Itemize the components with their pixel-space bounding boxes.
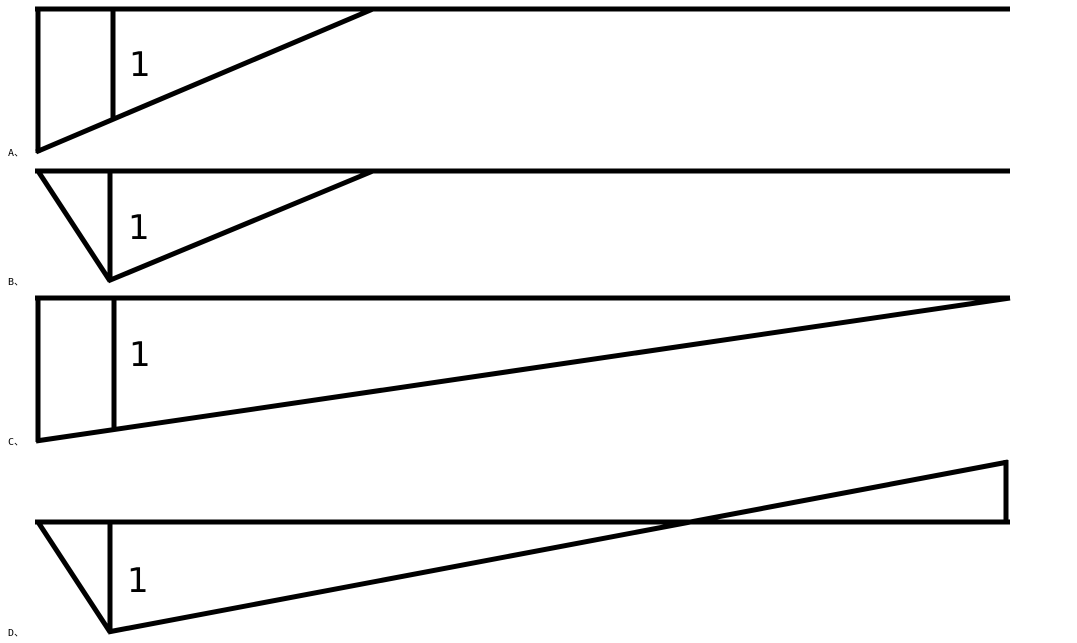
option-a-angle-label: 1	[129, 45, 151, 85]
option-c-marker: C、	[8, 437, 24, 448]
option-d-angle-label: 1	[127, 561, 149, 601]
option-c-slant-line	[35, 295, 1011, 444]
option-d-slant-line	[107, 459, 1009, 635]
option-a-marker: A、	[8, 148, 24, 159]
option-b-left-slant	[35, 169, 113, 283]
option-d-left-slant	[35, 520, 113, 634]
option-c-angle-label: 1	[129, 335, 151, 375]
option-c-figure: 1 C、	[8, 295, 1011, 448]
option-b-angle-label: 1	[128, 208, 150, 248]
option-b-figure: 1 B、	[8, 168, 1010, 288]
option-d-figure: 1 D、	[8, 459, 1010, 639]
option-a-slant-line	[35, 6, 374, 155]
option-b-marker: B、	[8, 277, 24, 288]
option-b-slant-line	[107, 168, 374, 284]
option-a-figure: 1 A、	[8, 6, 1010, 159]
option-d-marker: D、	[8, 628, 24, 639]
